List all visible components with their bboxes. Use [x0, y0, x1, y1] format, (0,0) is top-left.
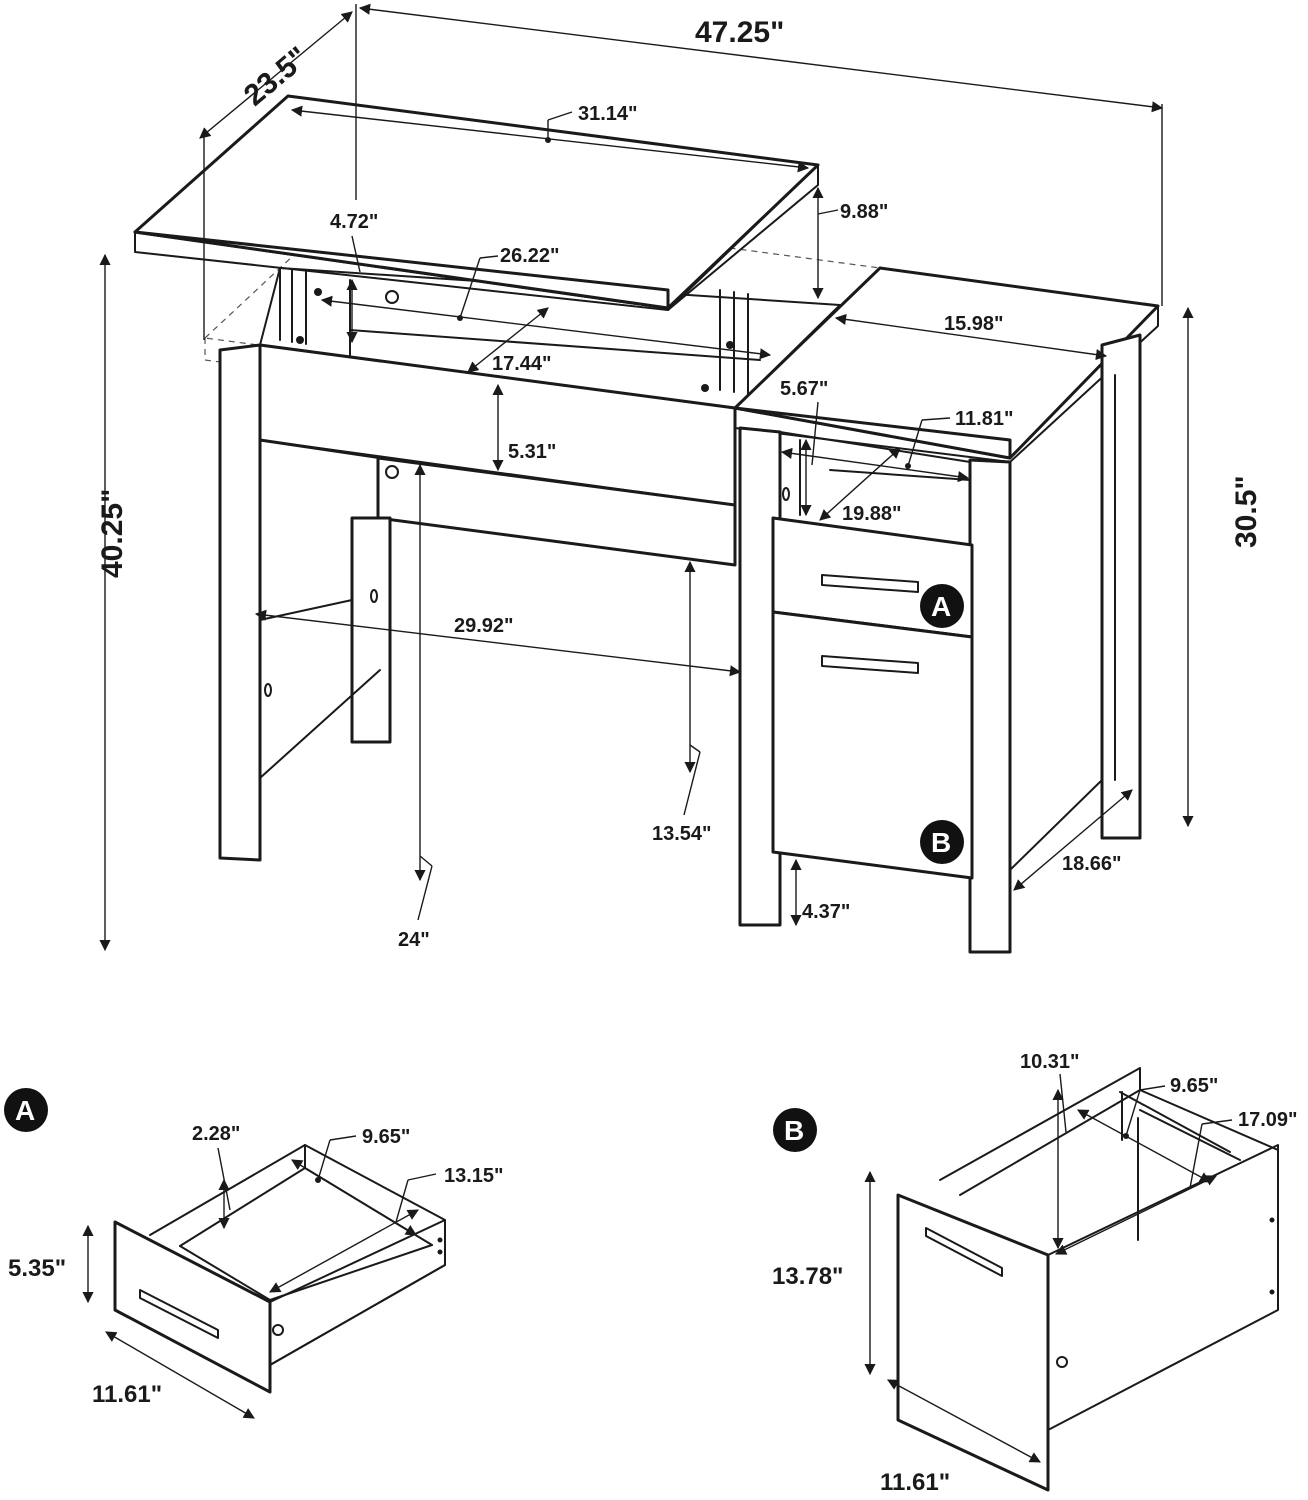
drawer-b-dimension-lines: [864, 1073, 1233, 1463]
desk-drawing: [133, 94, 1160, 954]
label-drawer-b-front-width: 11.61": [880, 1469, 950, 1496]
label-knee-height-right: 13.54": [652, 823, 712, 845]
label-drawer-a-inner-height: 2.28": [192, 1123, 240, 1145]
badge-b-detail: [773, 1108, 817, 1152]
badge-a-detail-letter: A: [15, 1095, 35, 1126]
label-drawer-b-inner-height: 10.31": [1020, 1051, 1080, 1073]
label-side-top-width: 15.98": [944, 313, 1004, 335]
label-drawer-b-inner-depth: 17.09": [1238, 1109, 1298, 1131]
label-shelf-height: 5.67": [780, 378, 828, 400]
label-lift-top-rise: 9.88": [840, 201, 888, 223]
drawer-b-drawing: [896, 1067, 1279, 1492]
label-inner-depth: 17.44": [492, 353, 552, 375]
label-drawer-b-inner-width: 9.65": [1170, 1075, 1218, 1097]
label-inner-width: 26.22": [500, 245, 560, 267]
label-drawer-a-inner-depth: 13.15": [444, 1165, 504, 1187]
label-shelf-depth: 19.88": [842, 503, 902, 525]
label-knee-height-left: 24": [398, 929, 430, 951]
drawer-a-dimension-lines: [82, 1135, 437, 1419]
badge-a-main: [920, 584, 964, 628]
label-drawer-a-front-height: 5.35": [8, 1255, 66, 1282]
label-drawer-a-inner-width: 9.65": [362, 1126, 410, 1148]
label-drawer-b-front-height: 13.78": [772, 1263, 843, 1290]
badge-b-main-letter: B: [931, 827, 951, 858]
badge-b-main: [920, 820, 964, 864]
badge-a-main-letter: A: [931, 591, 951, 622]
label-knee-width: 29.92": [454, 615, 514, 637]
badge-b-detail-letter: B: [784, 1115, 804, 1146]
drawer-a-drawing: [113, 1144, 446, 1394]
badge-a-detail: [4, 1088, 48, 1132]
label-shelf-width: 11.81": [955, 408, 1013, 430]
label-apron-height: 5.31": [508, 441, 556, 463]
label-lift-top-length: 31.14": [578, 103, 638, 125]
label-drawer-a-front-width: 11.61": [92, 1381, 162, 1408]
label-lift-mech-offset: 4.72": [330, 211, 378, 233]
label-cabinet-depth: 18.66": [1062, 853, 1122, 875]
label-desk-height: 30.5": [1230, 475, 1263, 548]
label-overall-width: 47.25": [695, 16, 784, 49]
label-overall-height: 40.25": [96, 489, 129, 578]
label-floor-clearance: 4.37": [802, 901, 850, 923]
main-dimension-lines: [99, 3, 1194, 952]
